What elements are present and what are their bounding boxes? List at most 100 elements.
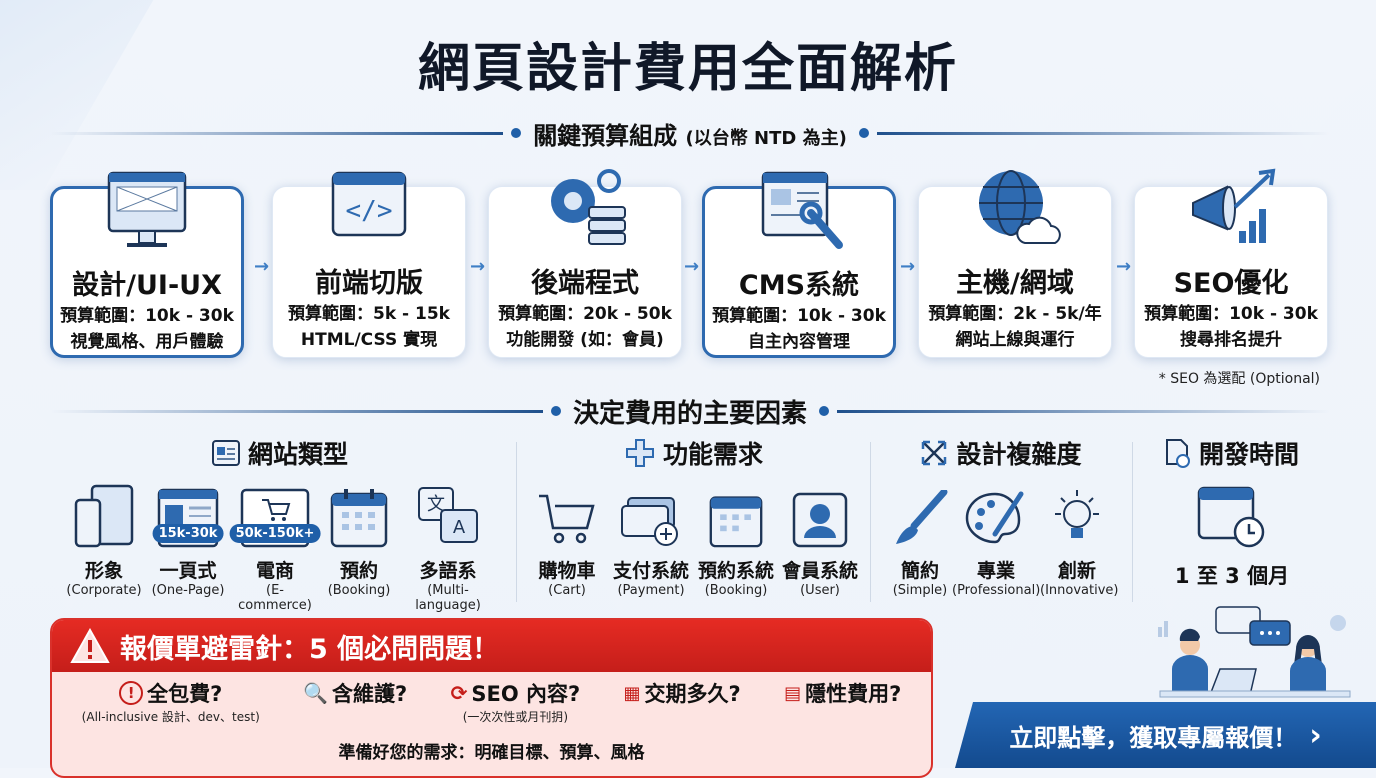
warning-triangle-icon — [70, 628, 110, 663]
item-label: 支付系統 — [612, 560, 689, 582]
cms-wrench-icon — [761, 171, 843, 249]
card-desc: 視覺風格、用戶體驗 — [70, 332, 224, 352]
card-desc: 自主內容管理 — [748, 332, 850, 352]
item-sub: (Innovative) — [1040, 583, 1119, 598]
palette-icon — [965, 491, 1024, 544]
item-sub: (Professional) — [952, 583, 1041, 598]
svg-text:文: 文 — [427, 494, 445, 515]
card-name: CMS系統 — [738, 270, 860, 301]
svg-text:A: A — [453, 517, 466, 538]
document-clock-icon — [1165, 439, 1190, 468]
card-backend[interactable]: 後端程式 預算範圍：20k - 50k 功能開發 (如：會員) — [488, 169, 682, 358]
translate-icon: 文A — [418, 487, 478, 543]
complexity-innovative[interactable]: 創新 (Innovative) — [1040, 482, 1119, 598]
site-type-booking[interactable]: 預約 (Booking) — [320, 482, 398, 613]
complexity-simple[interactable]: 簡約 (Simple) — [888, 482, 952, 598]
refresh-wrench-icon: ⟳ — [450, 681, 468, 705]
complexity-professional[interactable]: 專業 (Professional) — [952, 482, 1040, 598]
card-name: 後端程式 — [531, 268, 639, 299]
svg-text:</>: </> — [346, 196, 393, 226]
divider-dot — [551, 406, 561, 416]
calendar-clock-icon — [1197, 486, 1265, 548]
card-range: 預算範圍：10k - 30k — [1144, 304, 1318, 324]
item-label: 預約系統 — [697, 560, 774, 582]
feature-user[interactable]: 會員系統 (User) — [778, 482, 862, 598]
question-seo-content: ⟳SEO 內容?(一次次性或月刊抈) — [451, 678, 581, 725]
item-label: 一頁式 — [159, 560, 217, 582]
shopping-cart-icon — [539, 494, 595, 544]
item-label: 專業 — [976, 560, 1015, 582]
expand-arrows-icon — [922, 440, 947, 466]
feature-booking[interactable]: 預約系統 (Booking) — [694, 482, 778, 598]
arrow-right-icon: → — [684, 256, 700, 277]
item-label: 預約 — [339, 560, 378, 582]
document-warning-icon: ▤ — [784, 682, 802, 704]
consultation-illustration — [1158, 606, 1351, 698]
card-cms[interactable]: CMS系統 預算範圍：10k - 30k 自主內容管理 — [702, 171, 896, 358]
credit-card-icon — [621, 497, 678, 546]
divider — [516, 442, 517, 602]
code-window-icon: </> — [331, 171, 407, 237]
page-title: 網頁設計費用全面解析 — [417, 39, 958, 99]
cta-label: 立即點擊，獲取專屬報價！ — [1009, 723, 1298, 752]
plus-icon — [625, 439, 654, 467]
card-name: 設計/UI-UX — [72, 270, 222, 301]
item-sub: (Booking) — [704, 583, 768, 598]
user-icon — [792, 492, 848, 548]
question-maintenance: 🔍含維護? — [303, 678, 407, 725]
monitor-wireframe-icon — [107, 171, 187, 247]
magnifier-chart-icon: 🔍 — [303, 681, 329, 705]
section-title: 決定費用的主要因素 — [573, 398, 808, 429]
factor-timeline: 開發時間 1 至 3 個月 — [1142, 432, 1322, 602]
arrow-right-icon: → — [254, 256, 270, 277]
question-text: 交期多久? — [644, 682, 741, 706]
site-type-ecommerce[interactable]: 50k-150k+ 電商 (E-commerce) — [229, 482, 321, 613]
factor-title: 網站類型 — [247, 440, 348, 469]
card-design[interactable]: 設計/UI-UX 預算範圍：10k - 30k 視覺風格、用戶體驗 — [50, 171, 244, 358]
divider-dot — [819, 406, 830, 416]
card-desc: 搜尋排名提升 — [1180, 330, 1282, 350]
card-range: 預算範圍：20k - 50k — [498, 304, 672, 324]
calendar-icon — [330, 489, 388, 548]
feature-cart[interactable]: 購物車 (Cart) — [526, 482, 608, 598]
paintbrush-icon — [896, 490, 948, 544]
section-header-factors: 決定費用的主要因素 — [50, 396, 1331, 429]
card-seo[interactable]: SEO優化 預算範圍：10k - 30k 搜尋排名提升 — [1134, 168, 1328, 358]
item-sub: (Payment) — [617, 583, 685, 598]
lightbulb-icon — [1055, 490, 1099, 538]
globe-cloud-icon — [979, 170, 1061, 244]
item-sub: (Corporate) — [66, 583, 142, 598]
get-quote-button[interactable]: 立即點擊，獲取專屬報價！ › — [955, 702, 1376, 768]
site-type-corporate[interactable]: 形象 (Corporate) — [62, 482, 146, 613]
arrow-right-icon: → — [1116, 256, 1132, 277]
site-type-one-page[interactable]: 15k-30k 一頁式 (One-Page) — [146, 482, 230, 613]
divider-dot — [511, 128, 522, 138]
question-sub: (一次次性或月刊抈) — [462, 710, 569, 724]
card-range: 預算範圍：5k - 15k — [288, 304, 450, 324]
card-desc: 功能開發 (如：會員) — [506, 330, 664, 350]
card-frontend[interactable]: </> 前端切版 預算範圍：5k - 15k HTML/CSS 實現 — [272, 171, 466, 358]
card-name: 前端切版 — [315, 268, 423, 299]
prep-text: 準備好您的需求：明確目標、預算、風格 — [338, 743, 645, 763]
section-title: 關鍵預算組成 — [533, 121, 678, 150]
question-timeline: ▦交期多久? — [624, 678, 741, 725]
price-badge: 15k-30k — [152, 524, 224, 543]
item-label: 簡約 — [900, 560, 939, 582]
factor-title: 開發時間 — [1198, 440, 1299, 469]
factor-title: 功能需求 — [662, 440, 763, 469]
item-label: 形象 — [84, 560, 123, 582]
card-range: 預算範圍：2k - 5k/年 — [928, 304, 1102, 324]
warning-title: 報價單避雷針：5 個必問問題！ — [120, 633, 500, 665]
card-hosting[interactable]: 主機/網域 預算範圍：2k - 5k/年 網站上線與運行 — [918, 170, 1112, 358]
arrow-right-icon: → — [470, 256, 486, 277]
divider-line — [50, 131, 504, 135]
calendar-icon — [709, 496, 763, 548]
item-sub: (Booking) — [327, 583, 391, 598]
item-sub: (One-Page) — [151, 583, 225, 598]
factors-area: 網站類型 形象 (Corporate) 15k-30k 一頁式 (One-Pag… — [50, 432, 1330, 613]
timeline-duration: 1 至 3 個月 — [1152, 482, 1312, 590]
budget-cards: 設計/UI-UX 預算範圍：10k - 30k 視覺風格、用戶體驗 → </> … — [50, 168, 1330, 363]
feature-payment[interactable]: 支付系統 (Payment) — [608, 482, 694, 598]
section-header-budget: 關鍵預算組成 (以台幣 NTD 為主) — [50, 118, 1331, 150]
